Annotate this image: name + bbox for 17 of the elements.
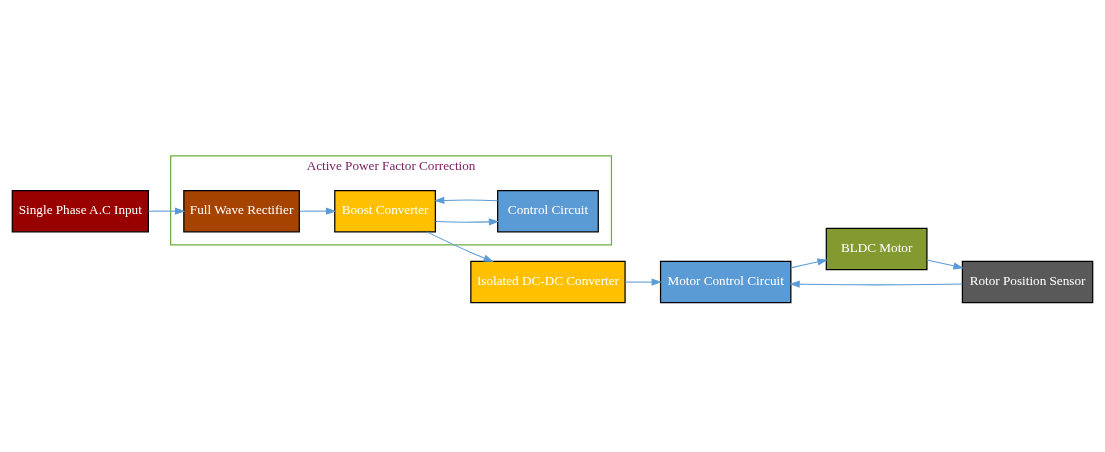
node-box: BLDC Motor — [825, 227, 928, 271]
arrow — [790, 258, 828, 269]
arrow — [433, 196, 499, 205]
arrow — [624, 278, 662, 286]
arrow — [435, 218, 500, 226]
arrow — [789, 280, 963, 288]
arrow — [926, 259, 964, 270]
node-box: Boost Converter — [334, 189, 436, 233]
node-box: Isolated DC-DC Converter — [470, 260, 626, 304]
node-box: Single Phase A.C Input — [11, 189, 149, 233]
node-box: Control Circuit — [497, 189, 599, 233]
arrow — [147, 207, 186, 215]
node-box: Motor Control Circuit — [659, 260, 792, 304]
node-box: Full Wave Rectifier — [183, 189, 300, 233]
arrow — [426, 231, 494, 262]
node-box: Rotor Position Sensor — [961, 260, 1094, 304]
arrow — [299, 207, 337, 215]
